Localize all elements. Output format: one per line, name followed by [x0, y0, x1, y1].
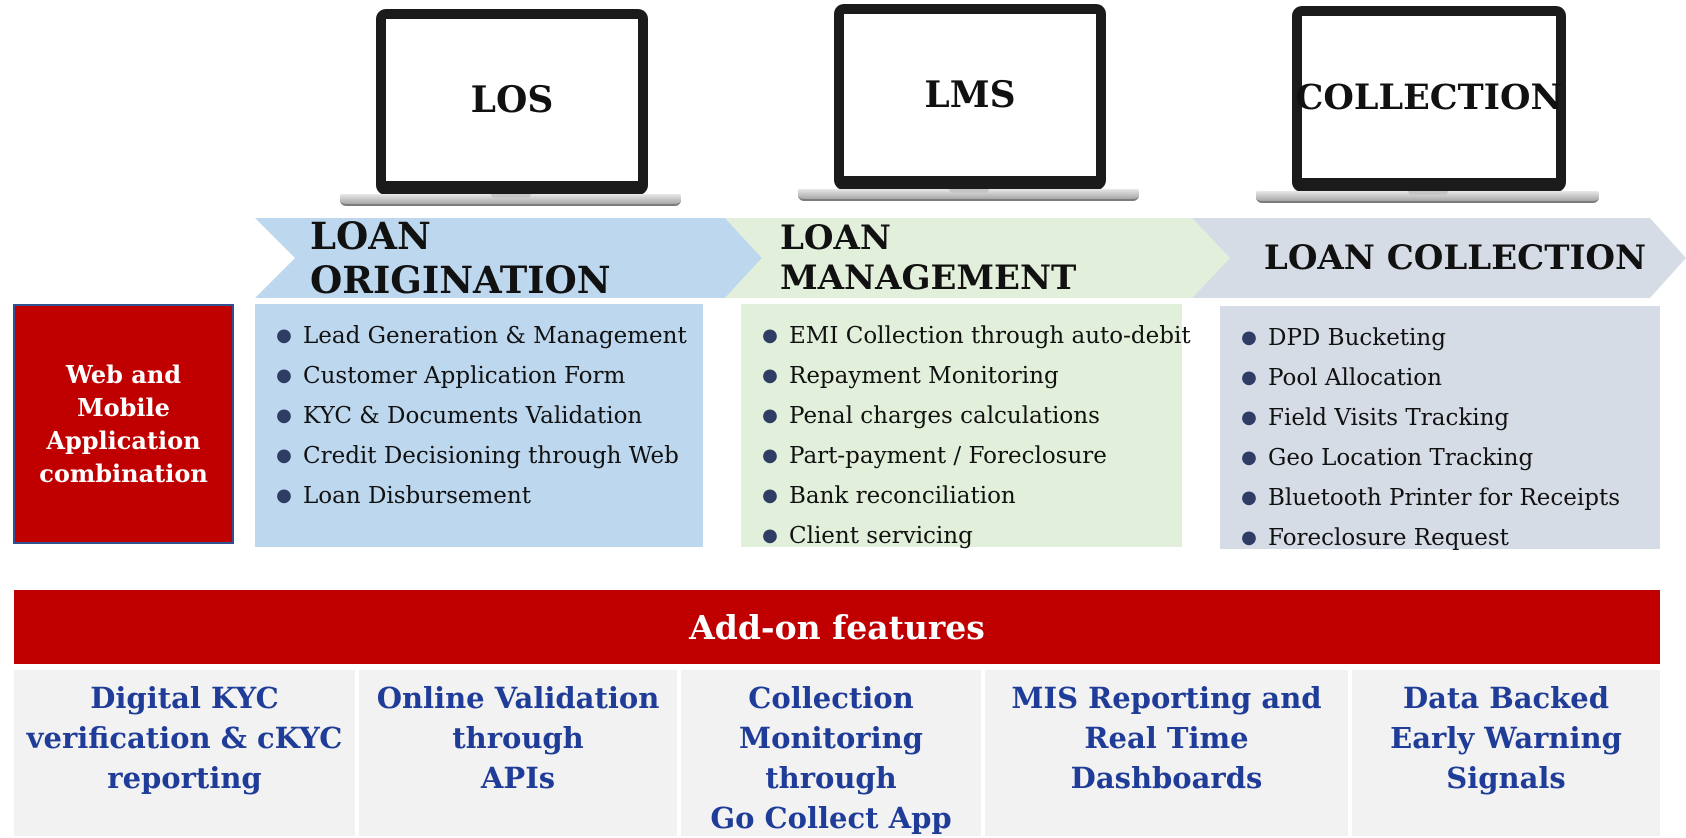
- stage-arrow-collection: [1192, 218, 1686, 298]
- list-item: ●Bluetooth Printer for Receipts: [1241, 485, 1620, 511]
- web-mobile-label: Web and Mobile Application combination: [39, 360, 208, 488]
- laptop-screen: LMS: [834, 4, 1106, 190]
- web-mobile-box: Web and Mobile Application combination: [13, 304, 234, 544]
- list-item: ●Lead Generation & Management: [276, 323, 687, 349]
- list-item: ●DPD Bucketing: [1241, 325, 1446, 351]
- list-item: ●KYC & Documents Validation: [276, 403, 643, 429]
- laptop-screen: LOS: [376, 9, 648, 195]
- panel-collection: ●DPD Bucketing ●Pool Allocation ●Field V…: [1220, 306, 1660, 551]
- list-item: ●Geo Location Tracking: [1241, 445, 1534, 471]
- laptop-base: [798, 189, 1139, 201]
- collection-feature-list: ●DPD Bucketing ●Pool Allocation ●Field V…: [1238, 318, 1660, 558]
- list-item: ●Client servicing: [762, 523, 973, 549]
- list-item: ●Credit Decisioning through Web: [276, 443, 679, 469]
- addon-feature-collection-monitoring: Collection Monitoring through Go Collect…: [681, 670, 981, 836]
- management-feature-list: ●EMI Collection through auto-debit ●Repa…: [759, 316, 1191, 556]
- list-item: ●Part-payment / Foreclosure: [762, 443, 1107, 469]
- list-item: ●Foreclosure Request: [1241, 525, 1509, 551]
- stage-label-management: LOAN MANAGEMENT: [780, 218, 1077, 298]
- stage-arrow-origination: [255, 218, 762, 298]
- addon-feature-digital-kyc: Digital KYC verification & cKYC reportin…: [14, 670, 355, 836]
- list-item: ●Pool Allocation: [1241, 365, 1442, 391]
- addon-features-title: Add-on features: [689, 607, 985, 647]
- list-item: ●Customer Application Form: [276, 363, 626, 389]
- laptop-label-los: LOS: [386, 19, 638, 181]
- addon-feature-early-warning: Data Backed Early Warning Signals: [1352, 670, 1660, 836]
- laptop-label-collection: COLLECTION: [1296, 16, 1563, 178]
- stage-arrow-management: [725, 218, 1230, 298]
- addon-feature-mis-reporting: MIS Reporting and Real Time Dashboards: [985, 670, 1348, 836]
- list-item: ●Repayment Monitoring: [762, 363, 1059, 389]
- laptop-base: [1256, 191, 1599, 203]
- addon-feature-online-validation: Online Validation through APIs: [359, 670, 677, 836]
- stage-label-origination: LOAN ORIGINATION: [310, 214, 611, 302]
- list-item: ●Field Visits Tracking: [1241, 405, 1510, 431]
- list-item: ●EMI Collection through auto-debit: [762, 323, 1191, 349]
- list-item: ●Penal charges calculations: [762, 403, 1100, 429]
- addon-features-header: Add-on features: [14, 590, 1660, 664]
- list-item: ●Loan Disbursement: [276, 483, 531, 509]
- laptop-label-lms: LMS: [844, 14, 1096, 176]
- panel-origination: ●Lead Generation & Management ●Customer …: [255, 304, 703, 547]
- origination-feature-list: ●Lead Generation & Management ●Customer …: [273, 316, 703, 516]
- panel-management: ●EMI Collection through auto-debit ●Repa…: [741, 304, 1191, 549]
- list-item: ●Bank reconciliation: [762, 483, 1016, 509]
- laptop-base: [340, 194, 681, 206]
- stage-label-collection: LOAN COLLECTION: [1263, 238, 1647, 278]
- laptop-screen: COLLECTION: [1292, 6, 1566, 192]
- addon-features-row: Digital KYC verification & cKYC reportin…: [14, 670, 1660, 836]
